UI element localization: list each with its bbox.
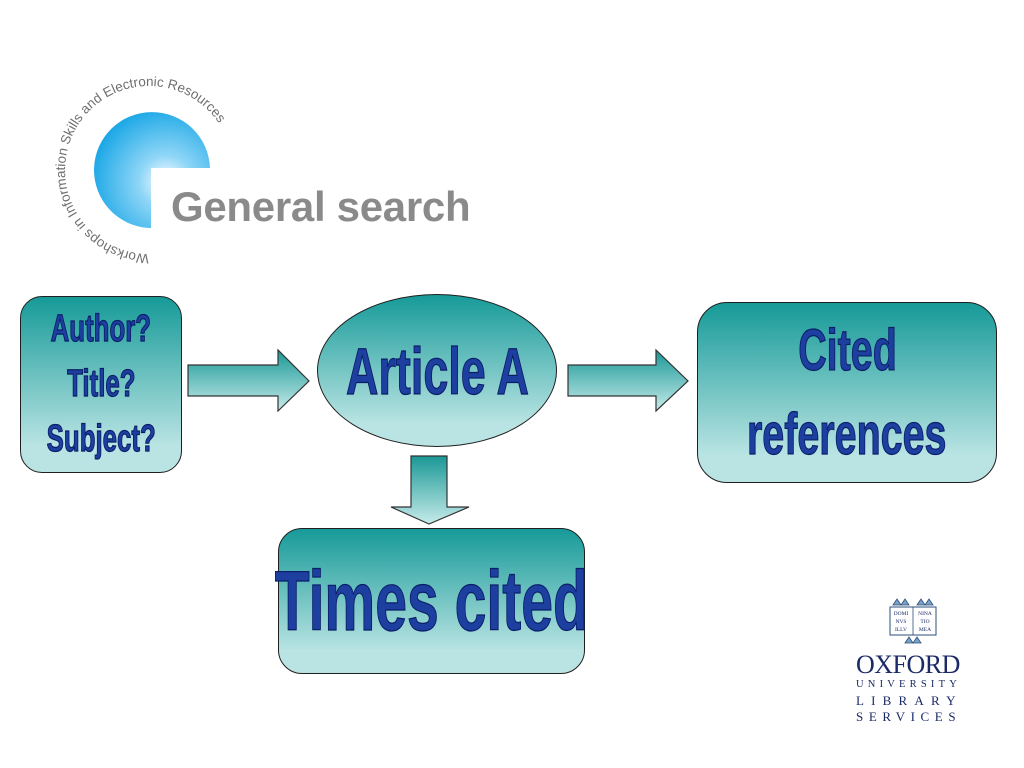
- svg-text:ILLV: ILLV: [895, 627, 907, 633]
- logo-swirl: [94, 112, 210, 228]
- oxford-library: LIBRARY: [856, 693, 963, 708]
- svg-text:TIO: TIO: [920, 619, 929, 625]
- oxford-university: UNIVERSITY: [856, 679, 961, 690]
- oxford-crest-icon: DOMI NVS ILLV NINA TIO MEA: [889, 598, 937, 644]
- query-box: Author? Title? Subject?: [20, 296, 182, 473]
- svg-text:DOMI: DOMI: [894, 611, 909, 617]
- arrow-to-times: [390, 455, 470, 525]
- query-title: Title?: [66, 362, 136, 405]
- query-author: Author?: [50, 307, 152, 350]
- cited-line2: references: [747, 401, 947, 467]
- times-cited-box: Times cited: [274, 528, 589, 674]
- svg-text:MEA: MEA: [919, 627, 931, 633]
- svg-text:NVS: NVS: [895, 619, 906, 625]
- article-ellipse: Article A: [317, 294, 557, 447]
- arrow-to-cited: [567, 348, 689, 413]
- slide-title: General search: [171, 183, 471, 230]
- cited-references-box: Cited references: [697, 302, 997, 483]
- oxford-wordmark: OXFORD: [856, 650, 960, 679]
- cited-line1: Cited: [797, 317, 897, 383]
- arrow-to-article: [187, 348, 310, 413]
- query-subject: Subject?: [46, 417, 156, 460]
- article-label: Article A: [345, 333, 529, 408]
- times-cited-label: Times cited: [274, 554, 589, 648]
- workshops-logo: Workshops in Information Skills and Elec…: [53, 74, 229, 266]
- oxford-services: SERVICES: [856, 709, 962, 724]
- svg-text:NINA: NINA: [918, 611, 932, 617]
